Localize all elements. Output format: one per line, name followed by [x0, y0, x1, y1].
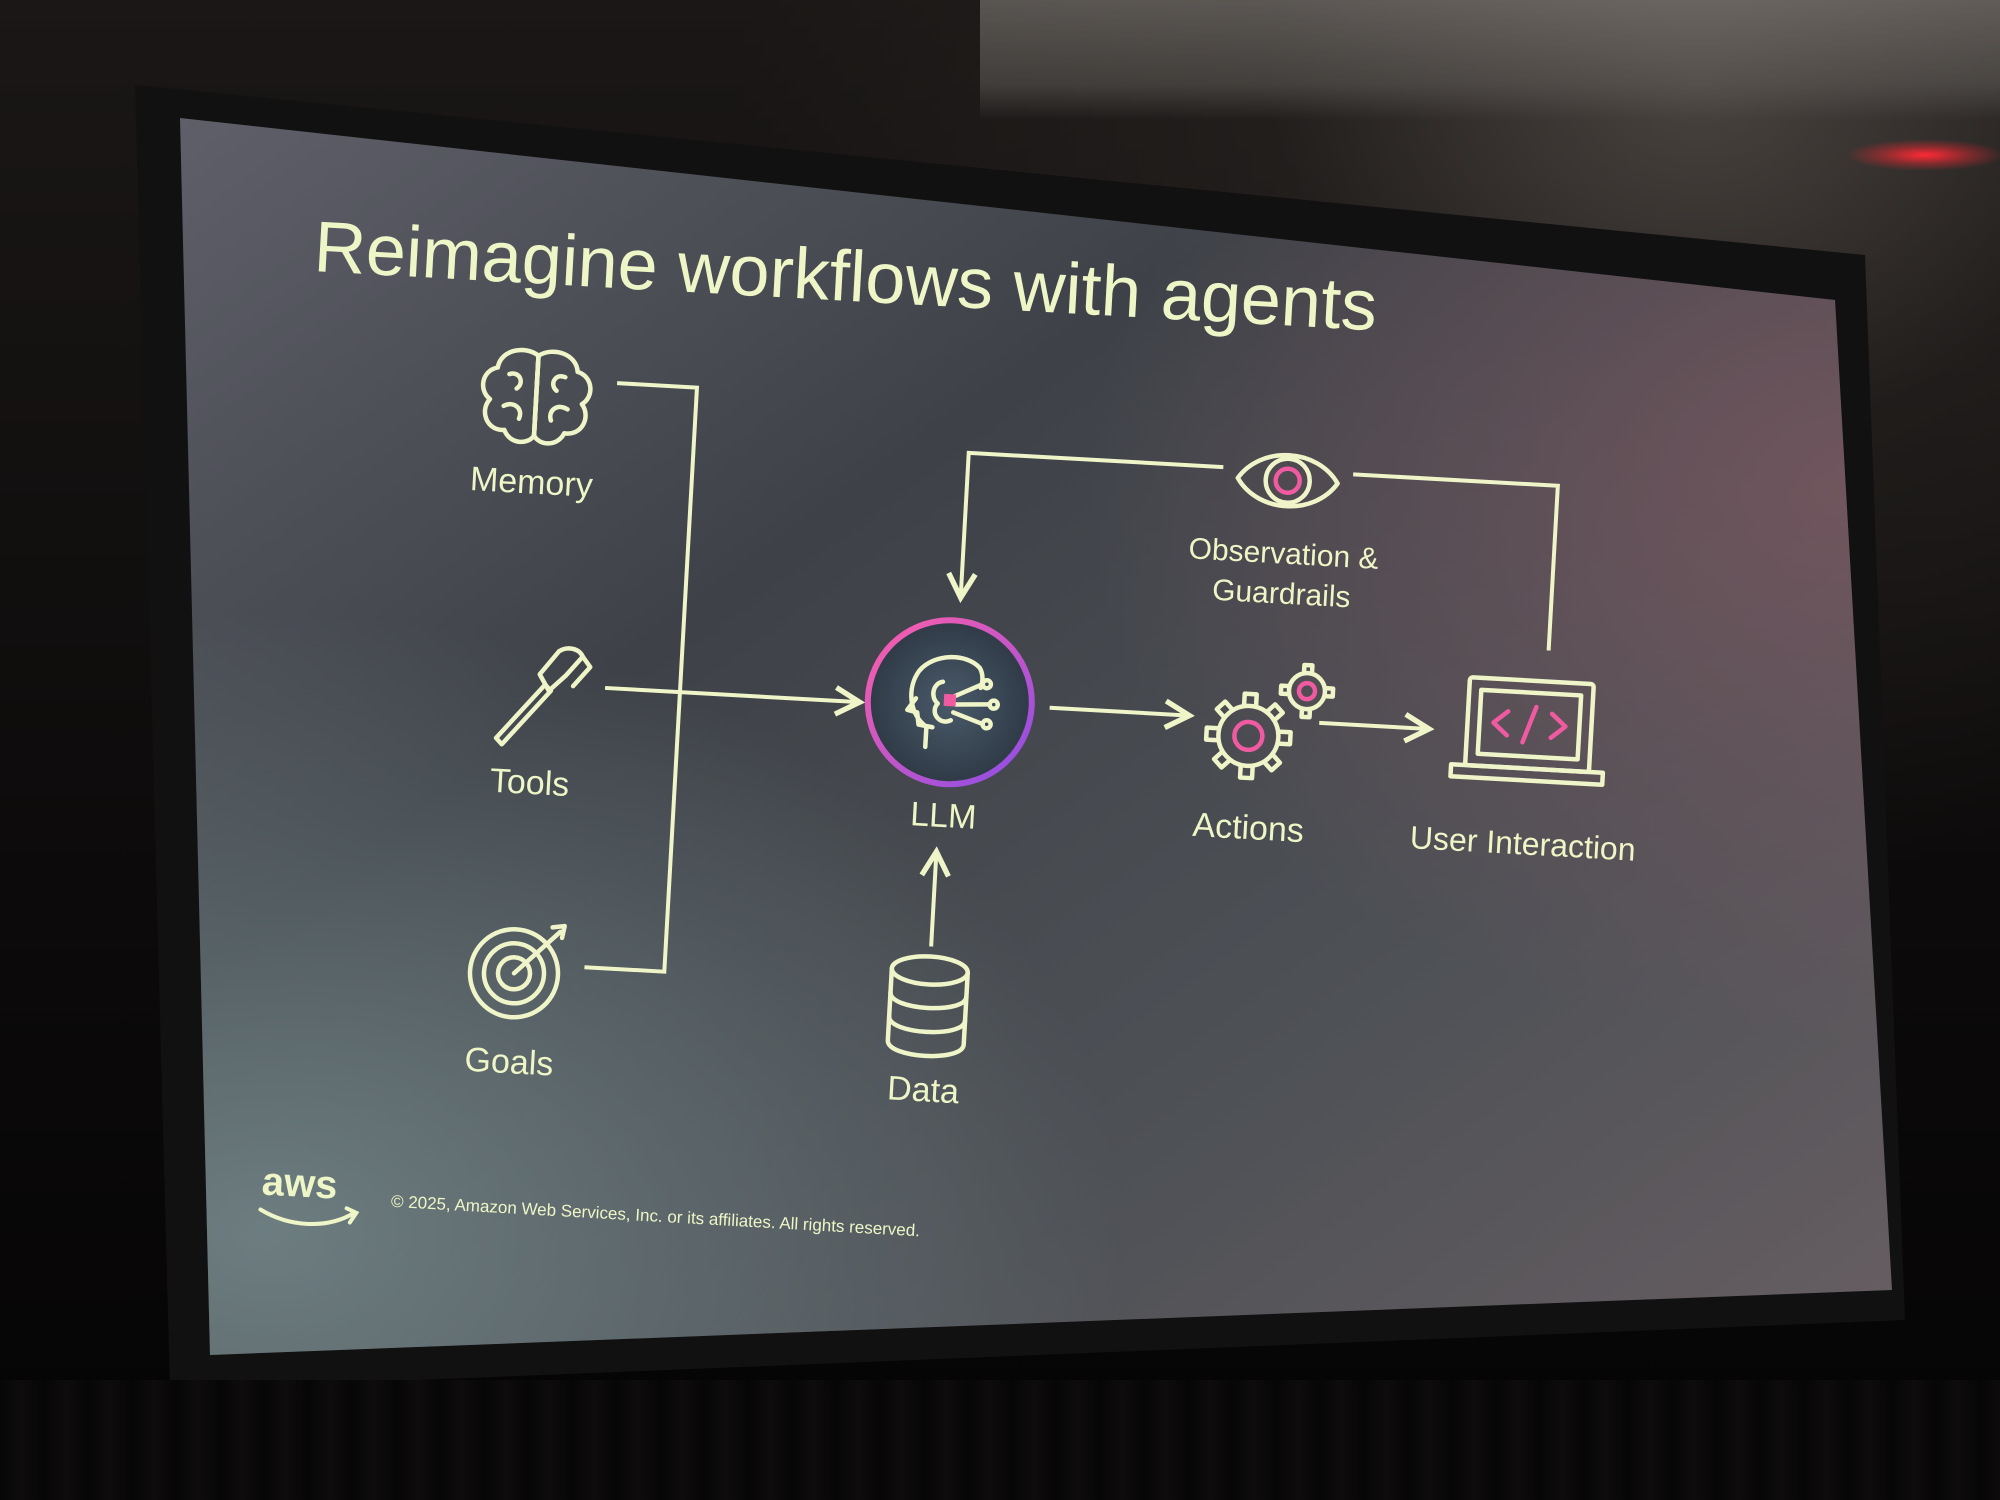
exit-red-light	[1850, 140, 2000, 170]
goals-label: Goals	[464, 1041, 555, 1084]
code-laptop-icon	[1448, 675, 1606, 787]
tools-label: Tools	[489, 762, 570, 804]
data-label: Data	[886, 1069, 960, 1111]
observation-label-line2: Guardrails	[1211, 574, 1351, 615]
brain-icon	[480, 347, 593, 446]
aws-logo: aws	[258, 1160, 360, 1227]
stage-curtain	[0, 1380, 2000, 1500]
ceiling-light-strip	[980, 0, 2000, 120]
eye-icon	[1235, 453, 1340, 509]
gears-icon	[1203, 662, 1336, 781]
actions-to-user-interaction-arrow	[1319, 723, 1429, 729]
database-icon	[885, 954, 970, 1059]
hammer-icon	[493, 646, 593, 747]
target-icon	[467, 923, 567, 1020]
llm-to-actions-arrow	[1049, 708, 1190, 716]
llm-label: LLM	[909, 795, 977, 837]
user-interaction-to-observation-connector	[1353, 472, 1560, 651]
memory-label: Memory	[469, 460, 594, 505]
data-to-llm-arrow	[931, 852, 936, 947]
inputs-bracket-connector	[584, 381, 700, 974]
actions-label: Actions	[1192, 806, 1305, 850]
llm-node	[864, 617, 1035, 788]
ai-head-icon	[905, 654, 1000, 750]
aws-logo-text: aws	[261, 1160, 339, 1208]
observation-to-llm-arrow	[961, 450, 1224, 612]
inputs-to-llm-arrow	[604, 688, 860, 702]
